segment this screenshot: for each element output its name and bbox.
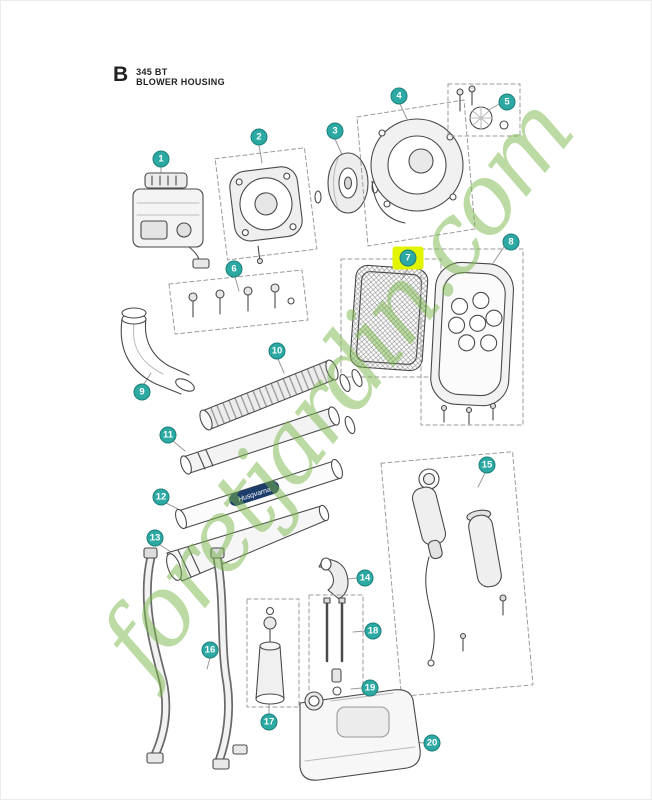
callout-badge-9[interactable]: 9 (133, 383, 151, 401)
callout-number-11: 11 (159, 426, 177, 444)
part-elbow-fitting (318, 557, 349, 600)
part-inlet-mesh (340, 258, 442, 378)
part-tube-logo: Husqvarna (175, 458, 343, 530)
callout-number-18: 18 (364, 622, 382, 640)
callout-number-15: 15 (478, 456, 496, 474)
part-pipe-small (246, 598, 300, 708)
callout-number-2: 2 (250, 128, 268, 146)
callout-badge-6[interactable]: 6 (225, 260, 243, 278)
part-harness (142, 547, 248, 770)
callout-number-1: 1 (152, 150, 170, 168)
callout-number-5: 5 (498, 93, 516, 111)
callout-badge-20[interactable]: 20 (423, 734, 441, 752)
part-impeller (314, 152, 379, 214)
model-number: 345 BT (136, 67, 168, 77)
callout-badge-12[interactable]: 12 (152, 488, 170, 506)
callout-badge-17[interactable]: 17 (260, 713, 278, 731)
callout-number-6: 6 (225, 260, 243, 278)
part-elbow-tube (120, 307, 195, 395)
callout-number-7: 7 (399, 249, 417, 267)
part-housing-cover (420, 248, 524, 426)
callout-badge-8[interactable]: 8 (502, 233, 520, 251)
callout-number-10: 10 (268, 342, 286, 360)
page-title: BLOWER HOUSING (136, 77, 225, 87)
callout-badge-13[interactable]: 13 (146, 529, 164, 547)
callout-badge-1[interactable]: 1 (152, 150, 170, 168)
part-engine (132, 172, 210, 269)
callout-number-19: 19 (361, 679, 379, 697)
diagram-header: B 345 BT BLOWER HOUSING (113, 63, 225, 87)
callout-badge-18[interactable]: 18 (364, 622, 382, 640)
callout-badge-7[interactable]: 7 (392, 246, 424, 270)
callout-number-9: 9 (133, 383, 151, 401)
callout-number-12: 12 (152, 488, 170, 506)
callout-number-14: 14 (356, 569, 374, 587)
part-backplate (214, 147, 318, 265)
callout-badge-15[interactable]: 15 (478, 456, 496, 474)
part-handle-assembly (380, 451, 534, 697)
part-screws (168, 269, 309, 335)
part-nozzle (166, 504, 330, 582)
callout-badge-16[interactable]: 16 (201, 641, 219, 659)
callout-number-3: 3 (326, 122, 344, 140)
part-fan-housing (356, 99, 476, 247)
part-fasteners-top (447, 83, 521, 137)
callout-badge-5[interactable]: 5 (498, 93, 516, 111)
callout-badge-10[interactable]: 10 (268, 342, 286, 360)
section-letter: B (113, 63, 129, 86)
part-tube-upper (180, 406, 356, 475)
callout-number-4: 4 (390, 87, 408, 105)
part-flex-hose (199, 359, 363, 431)
part-rods (308, 594, 364, 712)
callout-badge-3[interactable]: 3 (326, 122, 344, 140)
callout-number-13: 13 (146, 529, 164, 547)
part-fuel-tank (299, 689, 421, 781)
callout-number-20: 20 (423, 734, 441, 752)
callout-badge-19[interactable]: 19 (361, 679, 379, 697)
callout-badge-4[interactable]: 4 (390, 87, 408, 105)
callout-number-17: 17 (260, 713, 278, 731)
callout-badge-11[interactable]: 11 (159, 426, 177, 444)
leader-lines (143, 103, 505, 744)
callout-number-8: 8 (502, 233, 520, 251)
callout-number-16: 16 (201, 641, 219, 659)
callout-badge-2[interactable]: 2 (250, 128, 268, 146)
callout-badge-14[interactable]: 14 (356, 569, 374, 587)
